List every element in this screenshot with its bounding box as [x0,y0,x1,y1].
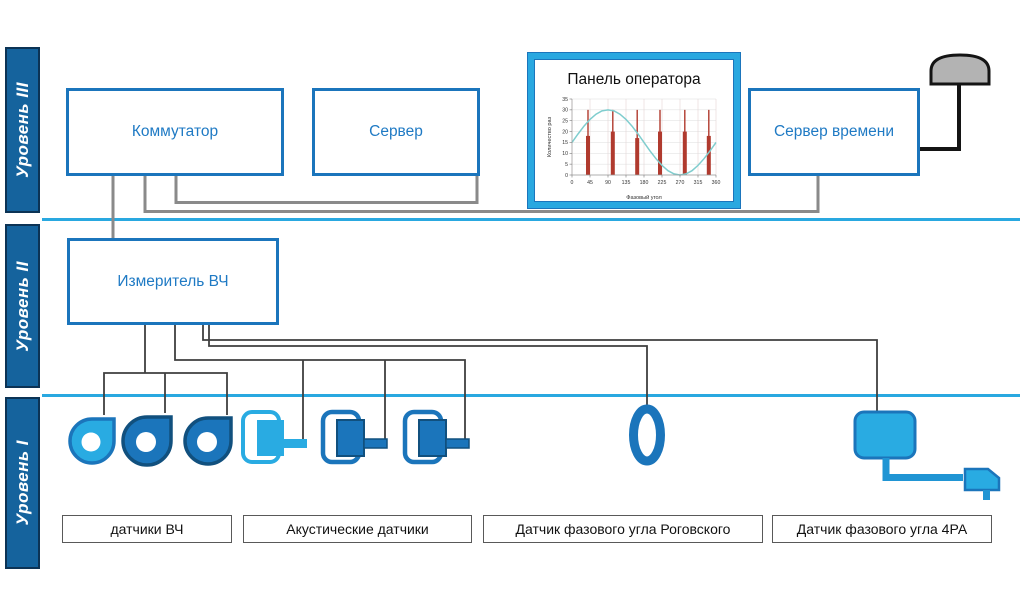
acoustic-sensor-icon [402,409,470,465]
group-label-rogowski-sensor: Датчик фазового угла Роговского [483,515,763,543]
phase-angle-chart: 0 45 90 135 180 225 270 315 360 0 5 10 15 20 25 30 35Фаз… [547,97,721,201]
wire-switch-to-server [174,176,479,204]
wire-to-rogowski-sensor [208,323,648,409]
svg-text:35: 35 [562,97,568,103]
node-server: Сервер [312,88,480,176]
node-time-server: Сервер времени [748,88,920,176]
rogowski-coil-icon [629,404,665,466]
svg-text:10: 10 [562,151,568,157]
level2-level1-divider [42,394,1020,397]
node-hf-meter: Измеритель ВЧ [67,238,279,325]
hf-sensors-label-text: датчики ВЧ [110,521,184,537]
svg-text:0: 0 [565,173,568,179]
svg-text:315: 315 [694,180,703,186]
svg-text:25: 25 [562,119,568,125]
group-label-pa4-sensor: Датчик фазового угла 4РА [772,515,992,543]
svg-text:45: 45 [587,180,593,186]
svg-text:Количество раз: Количество раз [547,116,553,157]
group-label-acoustic-sensors: Акустические датчики [243,515,472,543]
svg-text:30: 30 [562,108,568,114]
gps-antenna-icon [918,53,991,151]
wire-to-pa4-sensor [202,323,878,413]
svg-text:90: 90 [605,180,611,186]
rogowski-sensor-label-text: Датчик фазового угла Роговского [515,521,731,537]
switch-label: Коммутатор [131,123,219,140]
hf-meter-label: Измеритель ВЧ [117,272,229,290]
svg-text:270: 270 [676,180,685,186]
level3-level2-divider [42,218,1020,221]
node-operator-panel: Панель оператора 0 45 90 135 180 225 270 315 360… [528,53,740,208]
acoustic-sensor-icon [320,409,388,465]
svg-text:Фазовый угол: Фазовый угол [626,194,662,201]
hf-sensor-icon [183,416,233,466]
svg-text:360: 360 [712,180,721,186]
acoustic-sensors-label-text: Акустические датчики [286,521,429,537]
wire-acoustic-bus [174,323,466,441]
svg-text:20: 20 [562,129,568,135]
server-label: Сервер [369,123,423,140]
time-server-label: Сервер времени [773,123,894,140]
level-bar-1: Уровень I [5,397,40,569]
svg-text:180: 180 [640,180,649,186]
pa4-sensor-icon [853,410,1001,500]
svg-text:15: 15 [562,140,568,146]
operator-panel-title: Панель оператора [567,71,701,88]
acoustic-sensor-icon [241,410,307,464]
svg-text:0: 0 [571,180,574,186]
svg-text:135: 135 [622,180,631,186]
node-switch: Коммутатор [66,88,284,176]
hf-sensor-icon [68,417,116,465]
hf-sensor-icon [121,415,173,467]
level-bar-3: Уровень III [5,47,40,213]
pa4-sensor-label-text: Датчик фазового угла 4РА [796,521,968,537]
svg-text:225: 225 [658,180,667,186]
wire-switch-to-timeserver [143,176,820,213]
group-label-hf-sensors: датчики ВЧ [62,515,232,543]
level-bar-2: Уровень II [5,224,40,388]
svg-text:5: 5 [565,162,568,168]
